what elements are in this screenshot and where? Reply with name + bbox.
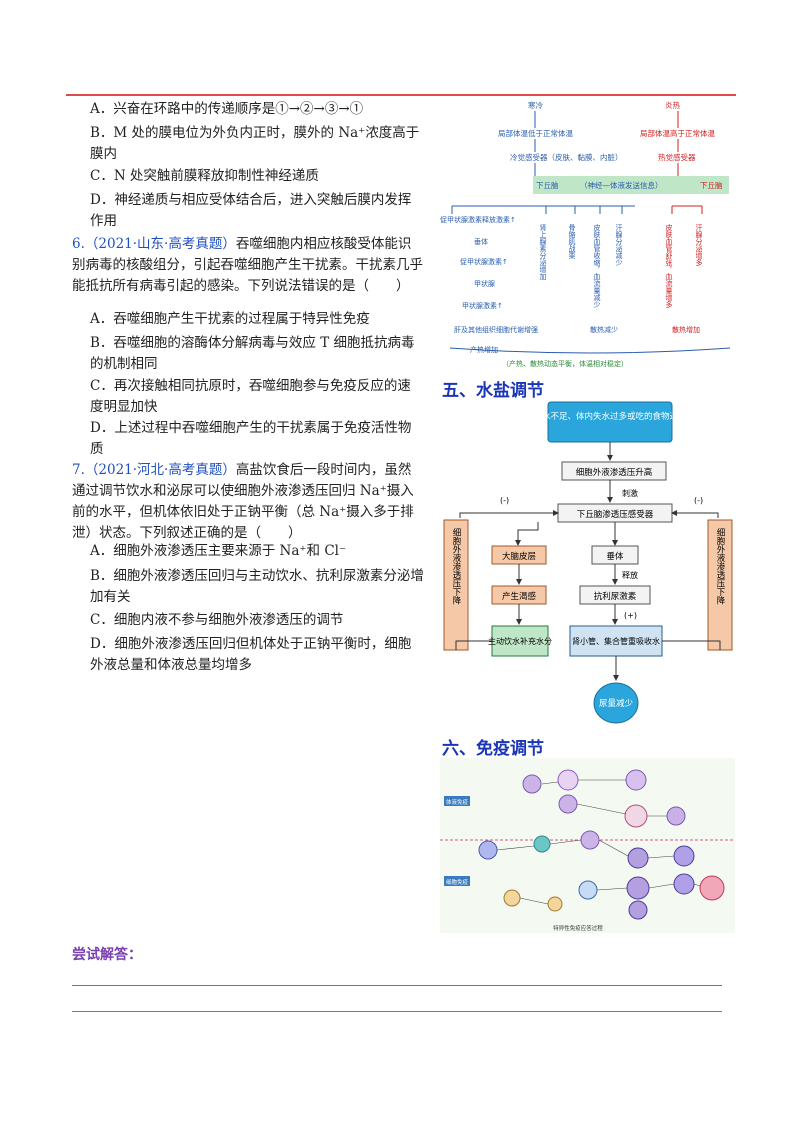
sweat-decrease-label: 汗腺分泌减少 [615,224,623,266]
section-title-water-salt: 五、水盐调节 [442,381,544,401]
cold-receptor-label: 冷觉感受器（皮肤、黏膜、内脏） [510,152,623,162]
sweat-increase-label: 汗腺分泌增多 [695,224,703,267]
cortex-text: 大脑皮层 [502,551,536,562]
q7-option-d: D．细胞外液渗透压回归但机体处于正钠平衡时，细胞外液总量和体液总量均增多 [90,636,412,673]
low-temp-label: 局部体温低于正常体温 [498,128,573,138]
urine-reduced-circle [593,682,639,724]
adh-text: 抗利尿激素 [594,591,637,602]
osmolality-down-left-text: 细胞外液渗透压下降 [451,527,461,605]
trh-label: 促甲状腺激素释放激素↑ [440,215,516,224]
signal-label: （神经—体液发送信息） [580,180,663,190]
q7-stem: 7.（2021·河北·高考真题）高盐饮食后一段时间内，虽然通过调节饮水和泌尿可以… [72,460,424,544]
pituitary-label: 垂体 [474,237,488,246]
osmolality-up-text: 细胞外液渗透压升高 [576,467,653,478]
osmolality-down-right-text: 细胞外液渗透压下降 [715,527,725,605]
q7-number: 7. [72,462,85,478]
q5-option-c: C．N 处突触前膜释放抑制性神经递质 [90,168,319,184]
hypothalamus-left: 下丘脑 [536,180,559,190]
vasoconstriction-label: 皮肤血管收缩，血流量减少 [593,223,601,308]
positive-label: (+) [624,611,637,620]
q7-text: 高盐饮食后一段时间内，虽然通过调节饮水和泌尿可以使细胞外液渗透压回归 Na⁺摄入… [72,462,414,541]
heat-production-label: 产热增加 [470,345,498,354]
metabolism-label: 肝及其他组织细胞代谢增强 [454,325,538,334]
cold-label: 寒冷 [528,100,543,110]
tsh-label: 促甲状腺激素↑ [460,257,508,266]
cause-box [547,401,673,443]
thirst-text: 产生渴感 [502,591,537,602]
cause-text: 饮水不足、体内失水过多或吃的食物过咸 [533,411,687,422]
kidney-text: 肾小管、集合管重吸收水 [572,636,660,646]
vasodilation-label: 皮肤血管舒张，血流量增多 [665,223,673,309]
q6-option-c: C．再次接触相同抗原时，吞噬细胞参与免疫反应的速度明显加快 [90,378,411,415]
osmolality-down-left [443,519,469,651]
humoral-label: 体液免疫 [446,798,469,806]
osmolality-up-box [561,461,667,481]
drink-box [491,625,549,657]
heat-receptor-label: 热觉感受器 [658,152,696,162]
heat-loss-more-label: 散热增加 [672,325,700,334]
cellular-tag [444,876,470,886]
section-title-immunity: 六、免疫调节 [442,739,544,759]
q6-number: 6. [72,236,85,252]
q6-source: （2021·山东·高考真题） [84,236,236,252]
header-rule [66,94,736,96]
thermoregulation-diagram: 寒冷 炎热 局部体温低于正常体温 局部体温高于正常体温 冷觉感受器（皮肤、黏膜、… [440,100,731,368]
thyroid-label: 甲状腺 [474,279,495,288]
q6-text: 吞噬细胞内相应核酸受体能识别病毒的核酸组分，引起吞噬细胞产生干扰素。干扰素几乎能… [72,236,423,294]
negative-right: (-) [694,496,703,505]
answer-line-2[interactable] [72,1011,722,1012]
high-temp-label: 局部体温高于正常体温 [640,128,715,138]
q6-option-d: D．上述过程中吞噬细胞产生的干扰素属于免疫活性物质 [90,420,412,457]
q6-stem: 6.（2021·山东·高考真题）吞噬细胞内相应核酸受体能识别病毒的核酸组分，引起… [72,234,424,297]
q6-option-b: B．吞噬细胞的溶酶体分解病毒与效应 T 细胞抵抗病毒的机制相同 [90,335,415,372]
q7-option-b: B．细胞外液渗透压回归与主动饮水、抗利尿激素分泌增加有关 [90,568,424,605]
answer-label: 尝试解答： [72,947,142,963]
urine-reduced-text: 尿量减少 [599,698,634,709]
hypothalamus-band [533,176,729,194]
q7-option-c: C．细胞内液不参与细胞外液渗透压的调节 [90,612,344,628]
answer-line-1[interactable] [72,985,722,986]
osmolality-down-right [707,519,733,651]
drink-text: 主动饮水补充水分 [488,636,552,646]
q5-option-b: B．M 处的膜电位为外负内正时，膜外的 Na⁺浓度高于膜内 [90,125,420,162]
immune-cells [478,769,725,920]
negative-left: (-) [500,496,509,505]
q7-option-a: A．细胞外液渗透压主要来源于 Na⁺和 Cl⁻ [90,543,347,559]
q5-option-a: A．兴奋在环路中的传递顺序是①→②→③→① [90,101,364,117]
pituitary-text: 垂体 [606,551,624,562]
hot-label: 炎热 [665,100,680,110]
kidney-box [569,625,663,657]
th-label: 甲状腺激素↑ [462,301,503,310]
adrenal-label: 肾上腺素分泌增加 [539,223,547,281]
q6-option-a: A．吞噬细胞产生干扰素的过程属于特异性免疫 [90,311,370,327]
q7-source: （2021·河北·高考真题） [84,462,236,478]
immune-response-diagram: 体液免疫 细胞免疫 特异性免疫应答过程 [440,758,735,933]
water-salt-diagram: 饮水不足、体内失水过多或吃的食物过咸 细胞外液渗透压升高 刺激 下丘脑渗透压感受… [443,401,733,724]
balance-label: （产热、散热动态平衡，体温相对稳定） [502,359,628,368]
release-label: 释放 [622,570,638,580]
receptor-text: 下丘脑渗透压感受器 [577,509,654,520]
hypothalamus-right: 下丘脑 [700,180,723,190]
shiver-label: 骨骼肌战栗 [568,224,576,260]
q5-option-d: D．神经递质与相应受体结合后，进入突触后膜内发挥作用 [90,192,412,229]
cellular-label: 细胞免疫 [446,878,469,886]
heat-loss-less-label: 散热减少 [590,325,618,334]
stimulate-label: 刺激 [622,488,638,498]
humoral-tag [444,796,470,806]
immune-caption: 特异性免疫应答过程 [553,924,603,932]
